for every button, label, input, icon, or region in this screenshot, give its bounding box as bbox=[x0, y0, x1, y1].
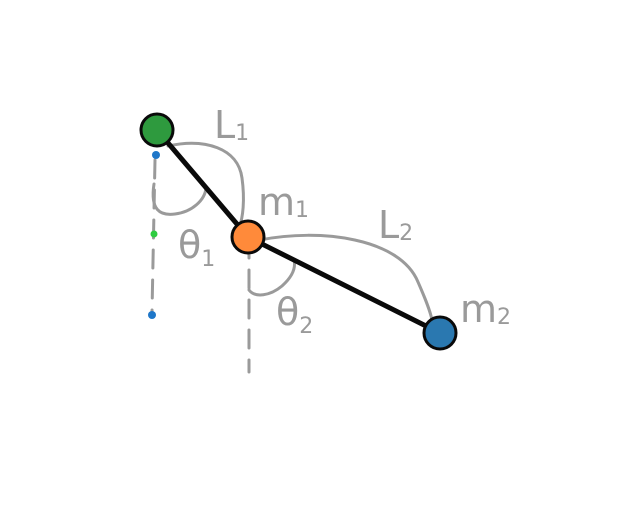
label-L1-main: L bbox=[214, 103, 235, 147]
label-m2-main: m bbox=[460, 287, 497, 331]
label-theta1: θ1 bbox=[178, 223, 215, 272]
label-L1: L1 bbox=[214, 103, 249, 147]
label-theta2-sub: 2 bbox=[299, 314, 313, 339]
label-L2-main: L bbox=[378, 203, 399, 247]
label-theta1-main: θ bbox=[178, 223, 201, 267]
handle-dot-bottom[interactable] bbox=[148, 311, 156, 319]
label-m2-sub: 2 bbox=[497, 305, 511, 330]
label-m1-sub: 1 bbox=[295, 198, 309, 223]
rod-1 bbox=[154, 127, 251, 240]
mass-1-node[interactable] bbox=[230, 219, 266, 255]
rod-2 bbox=[245, 234, 443, 336]
arc-theta1 bbox=[151, 182, 208, 216]
arc-theta2 bbox=[247, 258, 296, 297]
pivot-node[interactable] bbox=[139, 112, 175, 148]
handle-dot-middle[interactable] bbox=[150, 230, 158, 238]
label-theta2-main: θ bbox=[276, 290, 299, 334]
label-m2: m2 bbox=[460, 287, 511, 331]
label-theta2: θ2 bbox=[276, 290, 313, 339]
label-theta1-sub: 1 bbox=[201, 247, 215, 272]
label-L2-sub: 2 bbox=[399, 221, 413, 246]
label-m1-main: m bbox=[258, 180, 295, 224]
label-L2: L2 bbox=[378, 203, 413, 247]
mass-2-node[interactable] bbox=[422, 315, 458, 351]
arc-L1 bbox=[166, 141, 245, 230]
label-m1: m1 bbox=[258, 180, 309, 224]
label-L1-sub: 1 bbox=[235, 121, 249, 146]
arc-L2 bbox=[258, 233, 434, 322]
handle-dot-top[interactable] bbox=[152, 151, 160, 159]
